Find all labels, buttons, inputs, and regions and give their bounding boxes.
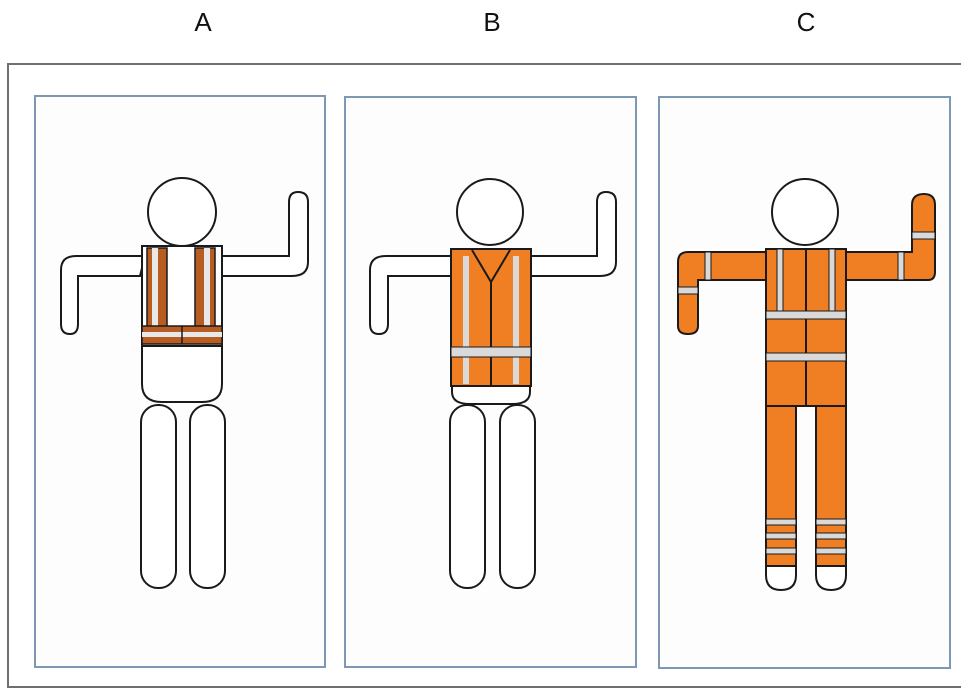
vest-b <box>451 249 531 386</box>
figure-a <box>61 178 308 588</box>
figure-c <box>678 179 935 590</box>
